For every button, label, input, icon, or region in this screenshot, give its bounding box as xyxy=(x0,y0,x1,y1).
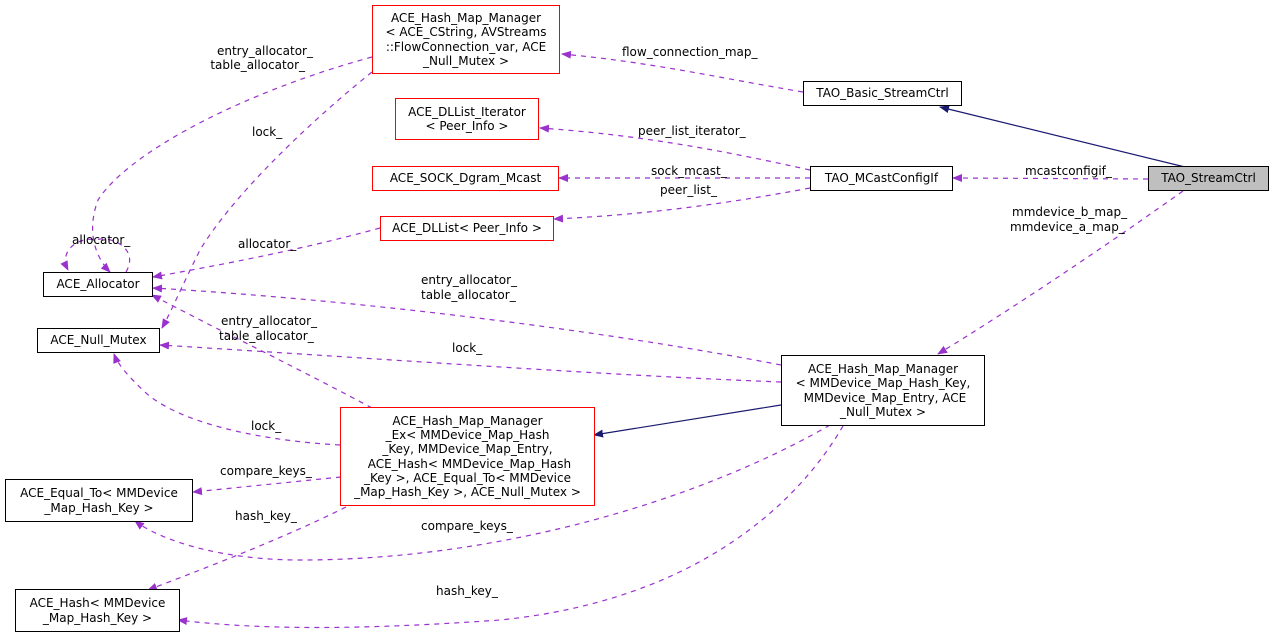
edge-flow-lock xyxy=(161,71,373,329)
label-mmdevice-hash-key: hash_key_ xyxy=(436,584,499,598)
label-mmdevice-compare-keys: compare_keys_ xyxy=(421,519,514,533)
edge-flow-connection-map xyxy=(561,50,804,93)
label-allocator-dllist: allocator_ xyxy=(238,237,297,251)
label-flow-table-allocator: table_allocator_ xyxy=(210,58,306,72)
edge-allocator-dllist xyxy=(152,227,381,280)
node-ace-allocator[interactable]: ACE_Allocator xyxy=(43,272,153,297)
label-sock-mcast: sock_mcast_ xyxy=(651,164,728,178)
node-hash-map-manager-mmdevice[interactable]: ACE_Hash_Map_Manager < MMDevice_Map_Hash… xyxy=(781,355,985,426)
edge-mcastconfigif xyxy=(952,174,1149,183)
label-flow-lock: lock_ xyxy=(252,125,283,139)
label-mmdevice-lock: lock_ xyxy=(452,341,483,355)
label-ex-compare-keys: compare_keys_ xyxy=(220,464,313,478)
edge-mmdevice-manager-inherits-ex xyxy=(593,404,782,438)
edge-mmdevice-allocators xyxy=(152,284,782,366)
edge-ex-lock xyxy=(113,353,341,446)
edge-flow-allocators xyxy=(91,56,373,273)
label-mmdevice-entry-allocator: entry_allocator_ xyxy=(421,273,518,287)
node-ace-equal-to[interactable]: ACE_Equal_To< MMDevice _Map_Hash_Key > xyxy=(5,479,193,522)
label-ex-lock: lock_ xyxy=(251,419,282,433)
edge-ex-allocators xyxy=(151,294,373,409)
node-hash-map-manager-ex[interactable]: ACE_Hash_Map_Manager _Ex< MMDevice_Map_H… xyxy=(340,407,595,506)
node-ace-hash[interactable]: ACE_Hash< MMDevice _Map_Hash_Key > xyxy=(15,589,180,632)
label-mcastconfigif: mcastconfigif_ xyxy=(1025,164,1113,178)
edge-mmdevice-compare-keys xyxy=(134,424,831,561)
node-hash-map-manager-flow[interactable]: ACE_Hash_Map_Manager < ACE_CString, AVSt… xyxy=(372,5,560,74)
node-ace-null-mutex[interactable]: ACE_Null_Mutex xyxy=(37,328,160,353)
edge-allocator-self xyxy=(60,238,131,273)
node-sock-dgram-mcast[interactable]: ACE_SOCK_Dgram_Mcast xyxy=(372,166,559,191)
label-mmdevice-a-map: mmdevice_a_map_ xyxy=(1010,220,1126,234)
label-ex-entry-allocator: entry_allocator_ xyxy=(221,314,318,328)
label-flow-connection-map: flow_connection_map_ xyxy=(622,45,758,59)
node-dllist[interactable]: ACE_DLList< Peer_Info > xyxy=(380,216,554,241)
edge-peer-list xyxy=(553,187,811,223)
node-tao-basic-streamctrl[interactable]: TAO_Basic_StreamCtrl xyxy=(803,81,962,106)
label-peer-list: peer_list_ xyxy=(660,183,718,197)
label-mmdevice-b-map: mmdevice_b_map_ xyxy=(1012,205,1128,219)
edge-ex-hash-key xyxy=(147,506,347,591)
edge-peer-list-iterator xyxy=(539,124,811,171)
node-tao-mcastconfigif[interactable]: TAO_MCastConfigIf xyxy=(810,166,953,191)
label-ex-hash-key: hash_key_ xyxy=(235,509,298,523)
label-flow-entry-allocator: entry_allocator_ xyxy=(217,44,314,58)
edge-mmdevice-lock xyxy=(159,341,782,383)
label-mmdevice-table-allocator: table_allocator_ xyxy=(421,288,517,302)
label-peer-list-iterator: peer_list_iterator_ xyxy=(638,124,747,138)
edge-ex-compare-keys xyxy=(192,476,342,496)
label-ex-table-allocator: table_allocator_ xyxy=(219,329,315,343)
edge-streamctrl-inherits-basic xyxy=(939,105,1186,168)
label-allocator-self: allocator_ xyxy=(72,233,131,247)
node-tao-streamctrl: TAO_StreamCtrl xyxy=(1148,166,1269,191)
node-dllist-iterator[interactable]: ACE_DLList_Iterator < Peer_Info > xyxy=(395,98,539,140)
edge-mmdevice-maps xyxy=(937,190,1184,355)
